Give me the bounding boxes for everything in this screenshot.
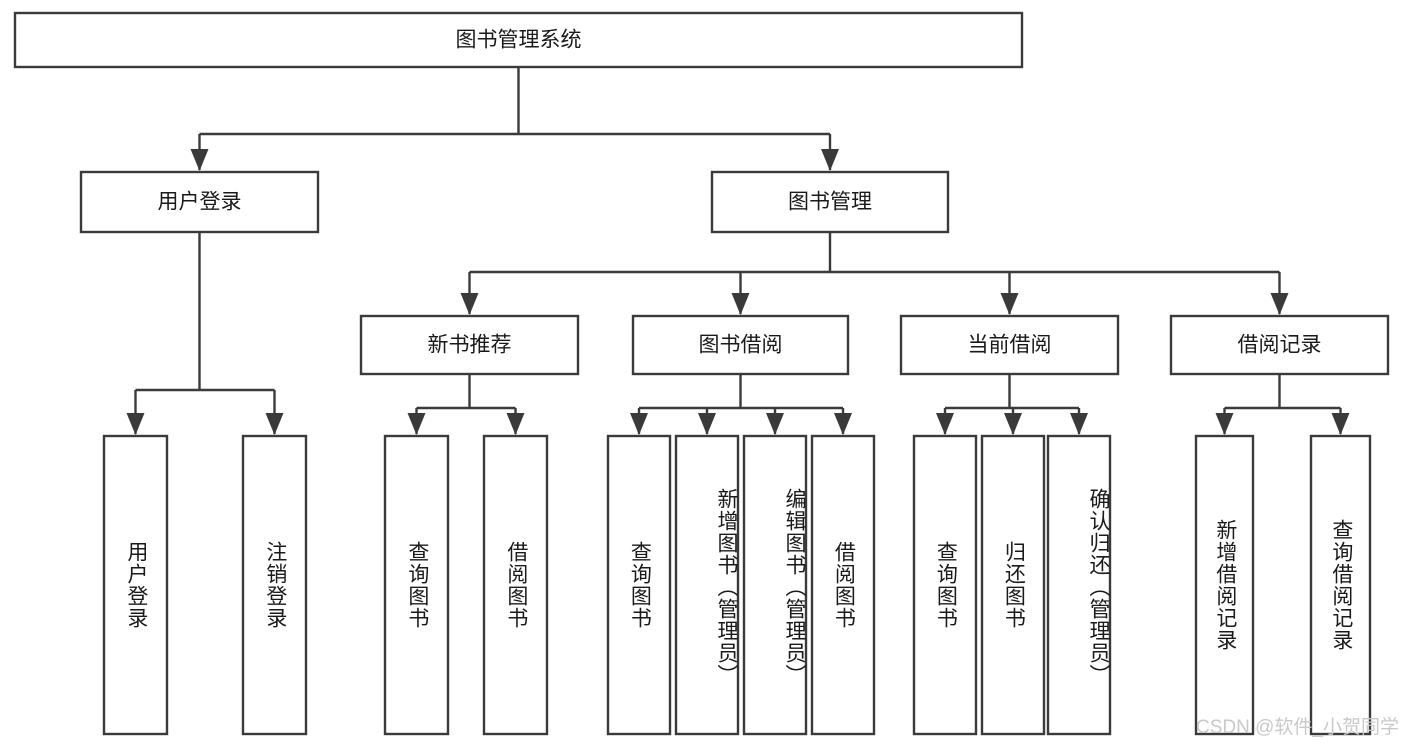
node-new-book-recommend-rect: [359, 314, 580, 376]
node-current-borrow-rect: [899, 314, 1120, 376]
node-borrow-record-rect: [1169, 314, 1390, 376]
arrow-to-leaf-query-record-icon: [1331, 413, 1350, 435]
node-book-manage[interactable]: 图书管理: [710, 170, 950, 234]
arrow-to-leaf-borrow-book-1-icon: [506, 413, 525, 435]
node-leaf-borrow-book-1[interactable]: [482, 434, 549, 736]
node-leaf-query-record[interactable]: [1309, 434, 1372, 736]
node-leaf-add-record-rect: [1194, 434, 1255, 736]
node-book-borrow-rect: [631, 314, 850, 376]
arrow-to-leaf-query-book-3-icon: [936, 413, 954, 435]
arrow-to-leaf-user-login-icon: [126, 413, 145, 435]
node-leaf-add-book-label: 新增图书（管理员）: [715, 488, 738, 686]
node-leaf-borrow-book-2[interactable]: [810, 434, 876, 736]
arrow-to-book-borrow-icon: [731, 293, 750, 315]
node-new-book-recommend-label: 新书推荐: [428, 334, 512, 357]
node-leaf-add-record[interactable]: [1194, 434, 1255, 736]
node-root-rect: [13, 11, 1024, 69]
node-book-manage-rect: [710, 170, 950, 234]
node-leaf-query-record-rect: [1309, 434, 1372, 736]
node-leaf-logout-rect: [241, 434, 308, 736]
node-user-login-label: 用户登录: [158, 191, 242, 214]
node-leaf-borrow-book-1-rect: [482, 434, 549, 736]
node-leaf-user-login[interactable]: [102, 434, 169, 736]
node-leaf-user-login-rect: [102, 434, 169, 736]
node-leaf-query-book-2[interactable]: [606, 434, 672, 736]
node-leaf-edit-book[interactable]: [742, 434, 808, 736]
node-leaf-query-book-1-rect: [383, 434, 450, 736]
node-borrow-record-label: 借阅记录: [1238, 334, 1322, 357]
node-leaf-confirm-return-label: 确认归还（管理员）: [1087, 488, 1110, 686]
arrow-to-leaf-query-book-1-icon: [407, 413, 426, 435]
node-leaf-user-login-label: 用户登录: [124, 541, 148, 629]
node-leaf-logout[interactable]: [241, 434, 308, 736]
node-user-login-rect: [79, 170, 320, 234]
node-leaf-logout-label: 注销登录: [263, 541, 287, 629]
connector-layer: [126, 67, 1350, 435]
node-new-book-recommend[interactable]: 新书推荐: [359, 314, 580, 376]
node-leaf-confirm-return-rect: [1046, 434, 1112, 736]
node-leaf-borrow-book-2-label: 借阅图书: [832, 541, 856, 629]
arrow-to-new-book-recommend-icon: [460, 293, 479, 315]
node-current-borrow[interactable]: 当前借阅: [899, 314, 1120, 376]
node-leaf-query-book-1-label: 查询图书: [405, 541, 429, 629]
node-leaf-query-book-3-rect: [912, 434, 978, 736]
node-leaf-return-book-label: 归还图书: [1002, 541, 1026, 629]
node-root[interactable]: 图书管理系统: [13, 11, 1024, 69]
arrow-to-leaf-borrow-book-2-icon: [834, 413, 852, 435]
node-leaf-query-record-label: 查询借阅记录: [1329, 519, 1353, 651]
node-book-manage-label: 图书管理: [788, 191, 872, 214]
arrow-to-leaf-logout-icon: [265, 413, 284, 435]
arrow-to-book-manage-icon: [821, 149, 839, 171]
arrow-to-user-login-icon: [190, 149, 209, 171]
arrow-to-leaf-edit-book-icon: [766, 413, 784, 435]
node-leaf-add-book-rect: [674, 434, 740, 736]
node-leaf-edit-book-rect: [742, 434, 808, 736]
node-leaf-borrow-book-2-rect: [810, 434, 876, 736]
arrow-to-borrow-record-icon: [1270, 293, 1289, 315]
node-leaf-edit-book-label: 编辑图书（管理员）: [783, 488, 806, 686]
node-book-borrow-label: 图书借阅: [699, 334, 783, 357]
node-book-borrow[interactable]: 图书借阅: [631, 314, 850, 376]
arrow-to-leaf-add-record-icon: [1215, 413, 1234, 435]
node-current-borrow-label: 当前借阅: [968, 334, 1052, 357]
node-leaf-confirm-return[interactable]: [1046, 434, 1112, 736]
node-leaf-borrow-book-1-label: 借阅图书: [504, 541, 528, 629]
node-leaf-query-book-3[interactable]: [912, 434, 978, 736]
arrow-to-leaf-query-book-2-icon: [630, 413, 648, 435]
node-borrow-record[interactable]: 借阅记录: [1169, 314, 1390, 376]
arrow-to-current-borrow-icon: [1000, 293, 1019, 315]
arrow-to-leaf-confirm-return-icon: [1070, 413, 1088, 435]
node-user-login[interactable]: 用户登录: [79, 170, 320, 234]
arrow-to-leaf-return-book-icon: [1004, 413, 1022, 435]
node-leaf-return-book-rect: [980, 434, 1046, 736]
node-leaf-query-book-1[interactable]: [383, 434, 450, 736]
node-leaf-add-book[interactable]: [674, 434, 740, 736]
arrow-to-leaf-add-book-icon: [698, 413, 716, 435]
node-leaf-query-book-3-label: 查询图书: [934, 541, 958, 629]
node-leaf-query-book-2-rect: [606, 434, 672, 736]
csdn-watermark: CSDN @软件_小贺同学: [1196, 717, 1399, 738]
node-leaf-return-book[interactable]: [980, 434, 1046, 736]
node-root-label: 图书管理系统: [456, 29, 582, 52]
node-leaf-add-record-label: 新增借阅记录: [1213, 519, 1237, 651]
node-leaf-query-book-2-label: 查询图书: [628, 541, 652, 629]
